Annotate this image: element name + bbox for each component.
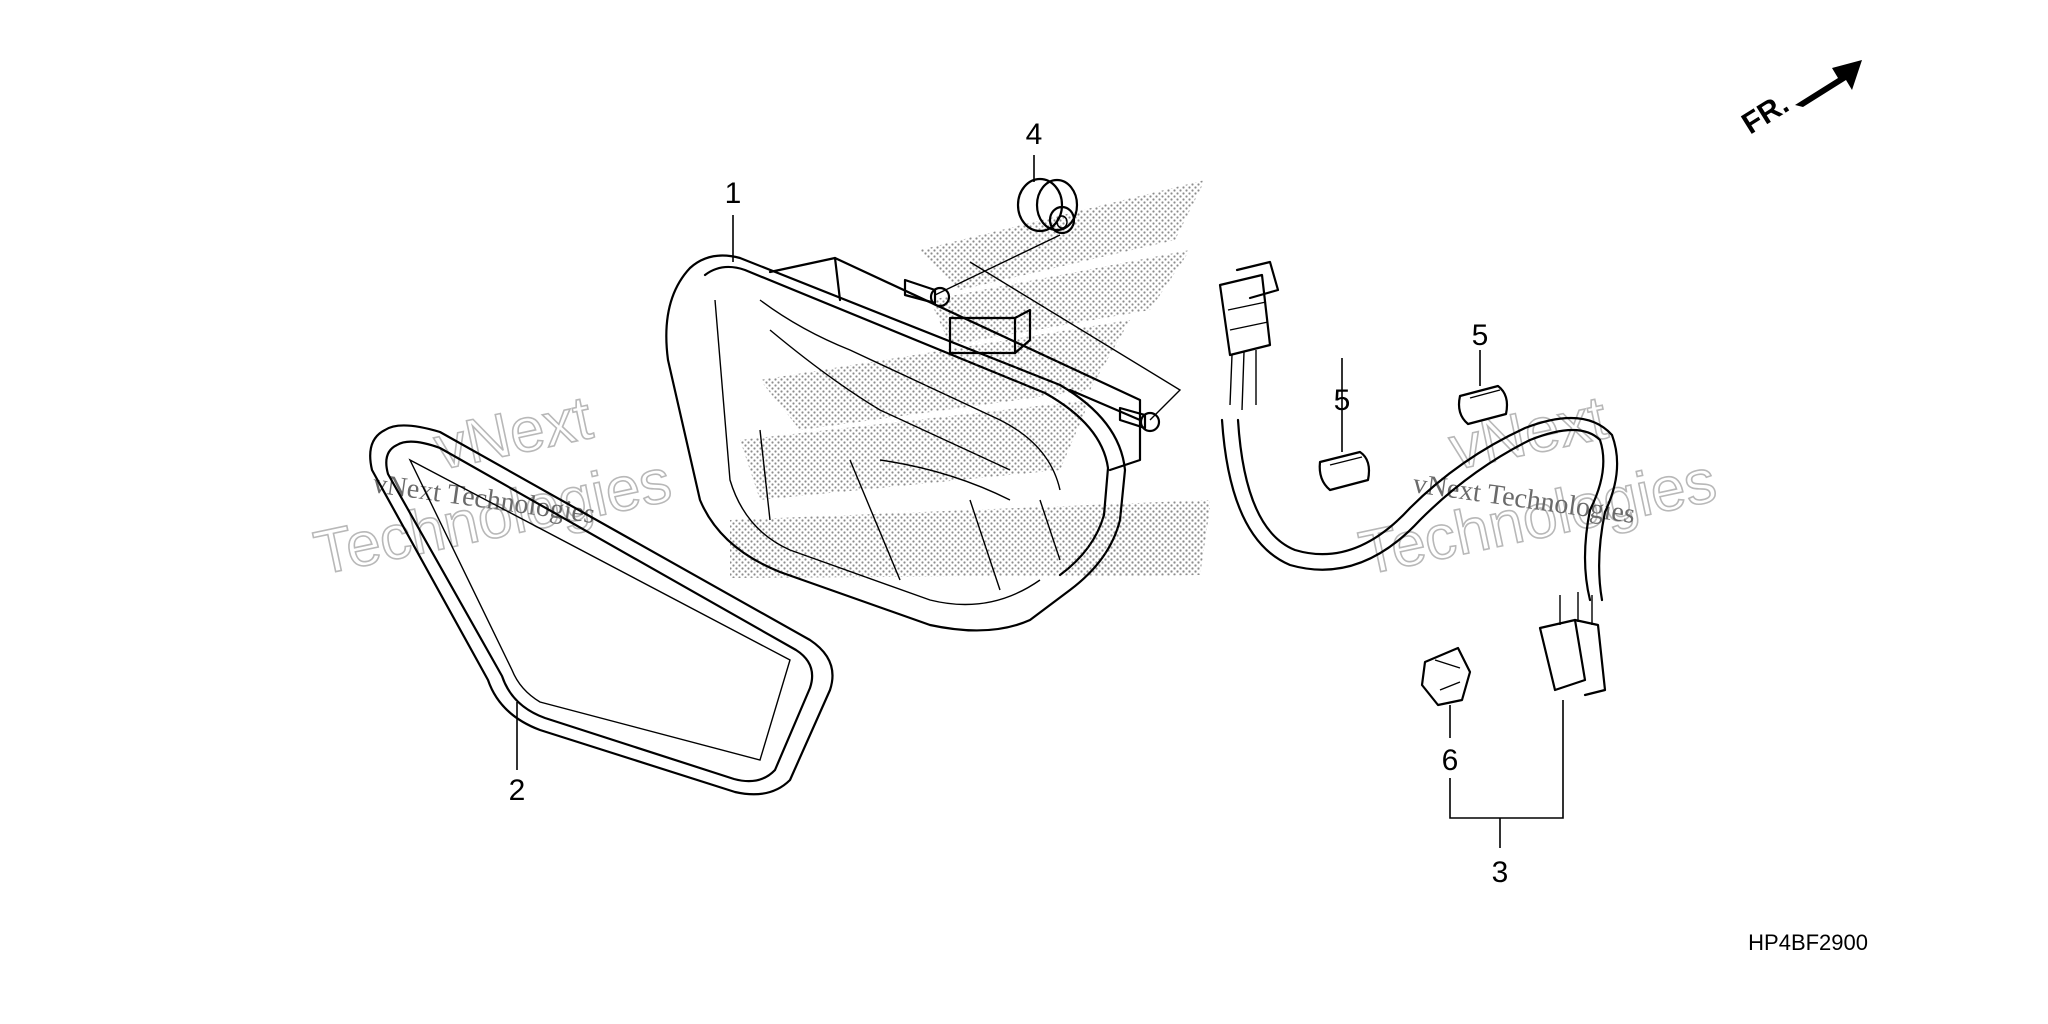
mounting-stud-upper xyxy=(903,278,937,305)
headlight-assembly xyxy=(665,254,1161,632)
callout-labels: 1 2 3 4 5 5 6 xyxy=(509,118,1509,889)
callout-4: 4 xyxy=(1026,118,1043,151)
watermark-word-technologies: Technologies xyxy=(1354,446,1722,589)
watermark-right: vNext Technologies vNext Technologies xyxy=(1353,382,1723,589)
mounting-stud-lower xyxy=(1118,406,1147,430)
watermark-left: vNext Technologies vNext Technologies xyxy=(308,382,678,589)
callout-6: 6 xyxy=(1442,744,1459,777)
exploded-line-frame xyxy=(969,261,1182,421)
headlight-rim xyxy=(369,424,834,796)
callout-3: 3 xyxy=(1492,856,1509,889)
wire-clip-b xyxy=(1457,384,1509,426)
front-label: FR. xyxy=(1736,87,1794,141)
callout-5-right: 5 xyxy=(1472,319,1489,352)
front-direction-marker: FR. xyxy=(1736,60,1862,141)
clip xyxy=(1420,646,1472,707)
harness-connector-lower xyxy=(1538,618,1587,692)
front-arrow-icon xyxy=(1795,60,1862,107)
diagram-code: HP4BF2900 xyxy=(1748,930,1868,955)
callout-5-left: 5 xyxy=(1334,384,1351,417)
callout-2: 2 xyxy=(509,774,526,807)
exploded-line-grommet xyxy=(934,234,1061,296)
wire-harness xyxy=(1218,260,1619,697)
watermark-word-vnext: vNext xyxy=(1444,383,1613,483)
callout-1: 1 xyxy=(725,177,742,210)
leader-lines xyxy=(516,155,1564,848)
rubber-grommet xyxy=(1016,177,1079,235)
mounting-bracket xyxy=(948,316,1017,355)
harness-connector-upper xyxy=(1218,273,1272,357)
stipple-logo-background xyxy=(730,180,1210,578)
wire-clip-a xyxy=(1318,450,1371,492)
